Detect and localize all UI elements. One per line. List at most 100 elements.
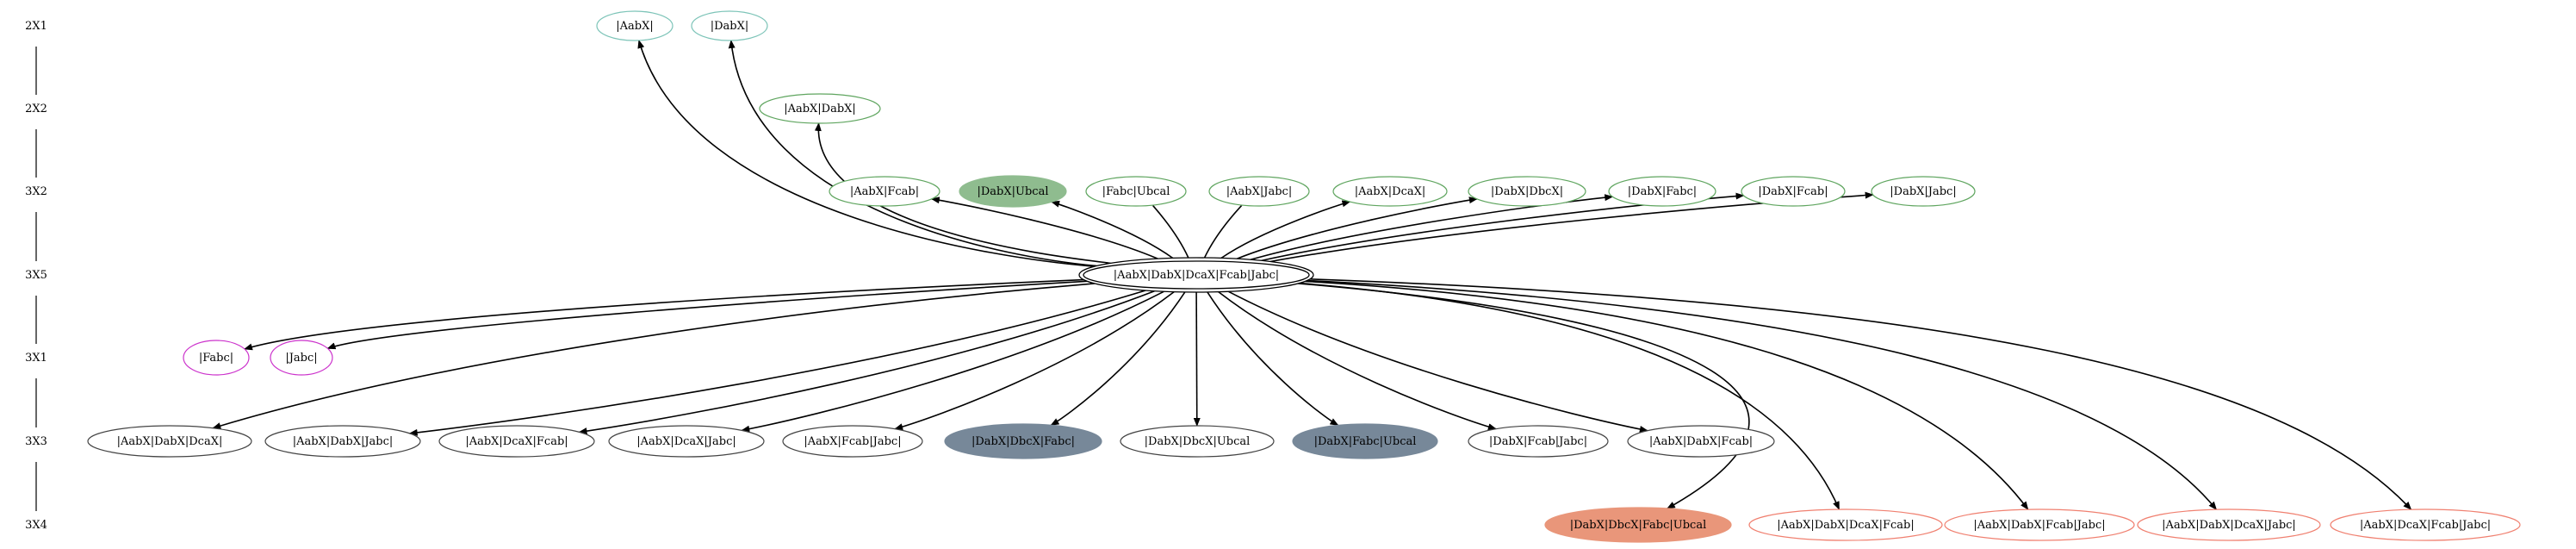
rank-label: 3X1 [25,352,47,365]
node-label: |Fabc| [199,352,233,365]
graph-node[interactable]: |DabX|Jabc| [1871,176,1976,207]
edge-arrow [1310,278,2412,510]
graph-node[interactable]: |Jabc| [270,340,333,376]
graph-node[interactable]: |AabX|Fcab| [829,176,940,207]
edge-arrow [212,283,1095,429]
edge-arrow [728,40,1097,267]
node-label: |Jabc| [285,352,317,365]
node-ellipse [2330,508,2521,541]
rank-label: 3X3 [25,435,47,448]
node-label: |DabX|Fcab|Jabc| [1489,435,1587,448]
edge-arrow [1227,290,1648,433]
graph-node[interactable]: |DabX|Fabc|Ubcal [1292,423,1438,459]
graph-node[interactable]: |AabX|DabX|DcaX|Fcab|Jabc| [1078,257,1314,293]
edge-arrow [1203,197,1251,259]
node-ellipse [959,175,1067,208]
node-label: |DabX|Fabc| [1628,185,1697,198]
node-ellipse [691,10,768,41]
rank-label: 3X4 [25,519,47,532]
node-ellipse [2137,508,2321,541]
node-label: |DabX|Fabc|Ubcal [1314,435,1417,448]
node-label: |AabX|Jabc| [1226,185,1292,198]
edge-arrow [930,197,1158,259]
node-label: |AabX| [616,20,653,33]
graph-node[interactable]: |AabX| [596,10,673,41]
graph-node[interactable]: |DabX|DbcX| [1468,176,1586,207]
node-ellipse [1332,176,1448,207]
node-label: |AabX|DcaX|Fcab|Jabc| [2360,519,2491,532]
graph-node[interactable]: |Fabc| [183,340,250,376]
graph-node[interactable]: |AabX|DabX|DcaX|Jabc| [2137,508,2321,541]
node-ellipse [608,425,765,458]
node-label: |DabX|Jabc| [1890,185,1956,198]
edge-arrow [1250,194,1614,261]
node-ellipse [1741,176,1846,207]
graph-node[interactable]: |AabX|DabX|Fcab|Jabc| [1944,508,2135,541]
graph-node[interactable]: |DabX| [691,10,768,41]
edge-arrow [1236,197,1478,259]
graph-node[interactable]: |DabX|Fcab|Jabc| [1468,425,1609,458]
edge-arrow [1207,291,1339,427]
graph-node[interactable]: |AabX|DcaX|Jabc| [608,425,765,458]
graph-node[interactable]: |AabX|DabX|DcaX|Fcab| [1748,508,1943,541]
node-label: |AabX|DabX|Jabc| [293,435,394,448]
graph-node[interactable]: |AabX|DcaX| [1332,176,1448,207]
edge-arrow [1051,200,1174,259]
edge-arrow [244,278,1084,351]
node-ellipse [829,176,940,207]
graph-node[interactable]: |AabX|DabX|DcaX| [87,425,252,458]
edge-arrow [1299,282,1840,510]
graph-node[interactable]: |Fabc|Ubcal [1085,176,1187,207]
graph-node[interactable]: |AabX|DabX|Jabc| [264,425,421,458]
graph-node[interactable]: |DabX|DbcX|Fabc|Ubcal [1544,507,1732,543]
edge-arrow [1050,291,1186,426]
node-ellipse [1627,425,1775,458]
edge-arrow [1144,197,1189,259]
graph-node[interactable]: |DabX|Fabc| [1608,176,1716,207]
edge-arrow [814,122,1111,265]
graph-node[interactable]: |DabX|DbcX|Fabc| [944,423,1102,459]
edge-arrow [408,290,1146,436]
edge-arrow [326,280,1088,350]
node-label: |AabX|DabX| [784,103,856,115]
node-label: |AabX|DcaX|Jabc| [636,435,736,448]
edge-arrow [1305,280,2029,510]
graph-node[interactable]: |AabX|DcaX|Fcab|Jabc| [2330,508,2521,541]
node-label: |AabX|DabX|DcaX|Fcab|Jabc| [1114,269,1279,282]
graph-node[interactable]: |DabX|Ubcal [959,175,1067,208]
node-label: |DabX|Ubcal [978,185,1049,198]
edge-arrow [1220,200,1351,259]
graph-node[interactable]: |AabX|DcaX|Fcab| [438,425,595,458]
node-ellipse [438,425,595,458]
graph-node[interactable]: |AabX|DabX|Fcab| [1627,425,1775,458]
edge-arrow [741,290,1164,433]
node-label: |Fabc|Ubcal [1102,185,1170,198]
node-ellipse [270,340,333,376]
graph-node[interactable]: |AabX|Jabc| [1208,176,1310,207]
node-layer: |AabX| |DabX| |AabX|DabX| |AabX|Fcab| |DabX|… [87,10,2521,543]
node-ellipse [1468,425,1609,458]
node-label: |DabX|DbcX|Ubcal [1145,435,1251,448]
rank-label: 3X2 [25,185,47,198]
graph-node[interactable]: |AabX|Fcab|Jabc| [782,425,923,458]
node-ellipse [1944,508,2135,541]
node-label: |DabX|DbcX| [1491,185,1563,198]
node-ellipse [1468,176,1586,207]
graph-node[interactable]: |DabX|Fcab| [1741,176,1846,207]
graph-node[interactable]: |DabX|DbcX|Ubcal [1120,425,1275,458]
node-ellipse [759,93,881,124]
edge-arrow [1218,290,1497,431]
node-ellipse [1748,508,1943,541]
node-label: |AabX|DabX|Fcab| [1649,435,1753,448]
edge-arrow [894,290,1175,431]
node-ellipse [782,425,923,458]
rank-label: 3X5 [25,269,47,282]
graph-node[interactable]: |AabX|DabX| [759,93,881,124]
edge-arrow [1193,291,1201,427]
node-label: |AabX|DabX|DcaX|Fcab| [1777,519,1914,532]
node-label: |AabX|DabX|Fcab|Jabc| [1973,519,2105,532]
node-label: |AabX|DcaX|Fcab| [465,435,568,448]
node-ellipse [596,10,673,41]
node-ellipse [1085,176,1187,207]
